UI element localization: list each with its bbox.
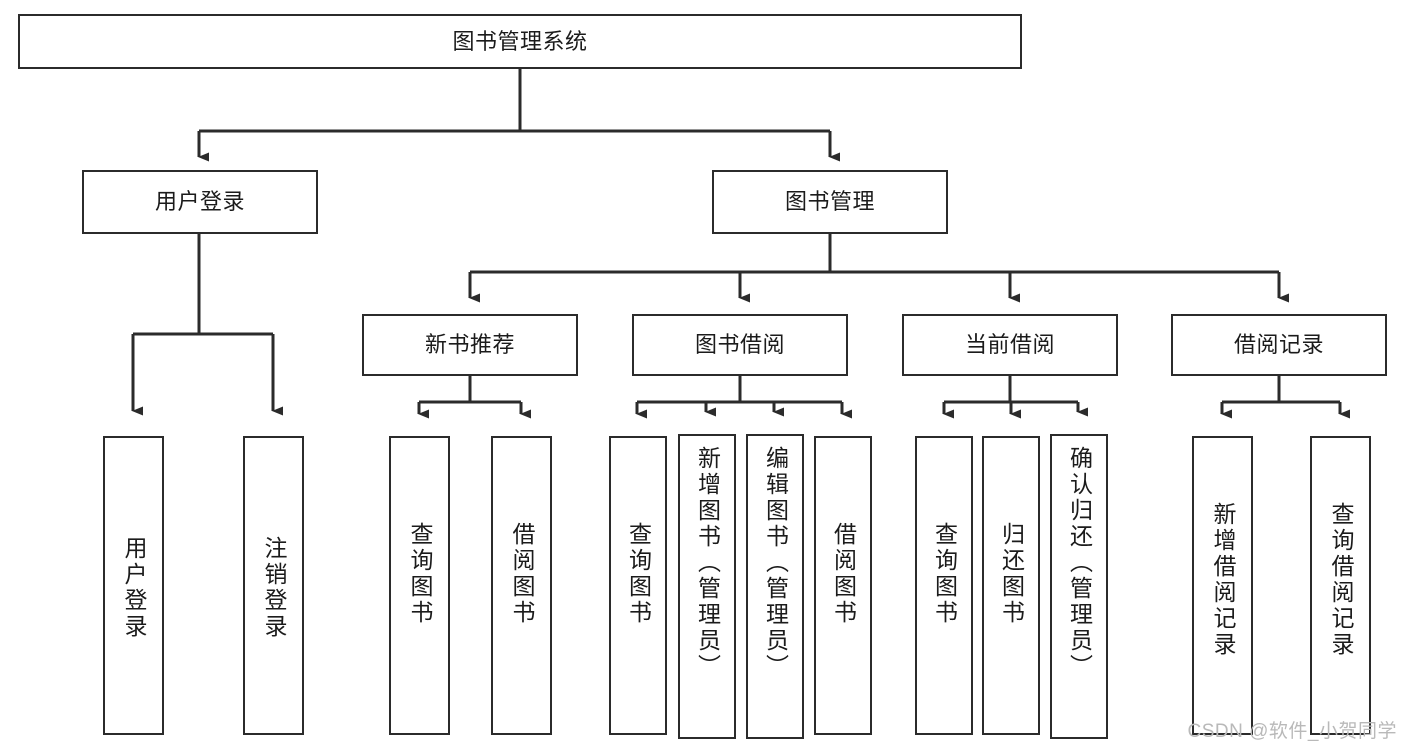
node-book-borrow[interactable]: 图书借阅 [632,314,848,376]
node-label: 用户登录 [121,536,147,640]
leaf-borrow-book-recommend[interactable]: 借阅图书 [491,436,552,735]
leaf-query-book-borrow[interactable]: 查询图书 [609,436,667,735]
leaf-confirm-return-admin[interactable]: 确认归还（管理员） [1050,434,1108,739]
leaf-return-book[interactable]: 归还图书 [982,436,1040,735]
leaf-query-book-recommend[interactable]: 查询图书 [389,436,450,735]
leaf-query-borrow-record[interactable]: 查询借阅记录 [1310,436,1371,735]
node-label: 用户登录 [154,189,245,215]
node-current-borrow[interactable]: 当前借阅 [902,314,1118,376]
node-label: 确认归还（管理员） [1066,446,1093,680]
leaf-borrow-book[interactable]: 借阅图书 [814,436,872,735]
node-user-login[interactable]: 用户登录 [82,170,318,234]
node-label: 查询借阅记录 [1328,502,1354,658]
node-label: 图书借阅 [694,332,785,358]
node-label: 新增图书（管理员） [694,446,721,680]
watermark: CSDN @软件_小贺同学 [1187,721,1397,742]
node-label: 编辑图书（管理员） [762,446,789,680]
node-label: 图书管理系统 [452,28,588,54]
node-label: 借阅图书 [830,522,857,626]
node-label: 图书管理 [784,189,875,215]
node-root-system[interactable]: 图书管理系统 [18,14,1022,69]
node-label: 新增借阅记录 [1210,502,1236,658]
leaf-logout[interactable]: 注销登录 [243,436,304,735]
node-label: 查询图书 [625,522,652,626]
node-label: 查询图书 [931,522,958,626]
node-book-management[interactable]: 图书管理 [712,170,948,234]
node-label: 归还图书 [998,522,1025,626]
node-label: 新书推荐 [424,332,515,358]
leaf-user-login[interactable]: 用户登录 [103,436,164,735]
node-label: 查询图书 [407,522,433,626]
node-label: 当前借阅 [964,332,1055,358]
leaf-add-book-admin[interactable]: 新增图书（管理员） [678,434,736,739]
node-new-book-recommend[interactable]: 新书推荐 [362,314,578,376]
node-label: 借阅图书 [509,522,535,626]
leaf-edit-book-admin[interactable]: 编辑图书（管理员） [746,434,804,739]
leaf-query-book-current[interactable]: 查询图书 [915,436,973,735]
leaf-add-borrow-record[interactable]: 新增借阅记录 [1192,436,1253,735]
node-borrow-record[interactable]: 借阅记录 [1171,314,1387,376]
node-label: 注销登录 [261,536,287,640]
node-label: 借阅记录 [1233,332,1324,358]
